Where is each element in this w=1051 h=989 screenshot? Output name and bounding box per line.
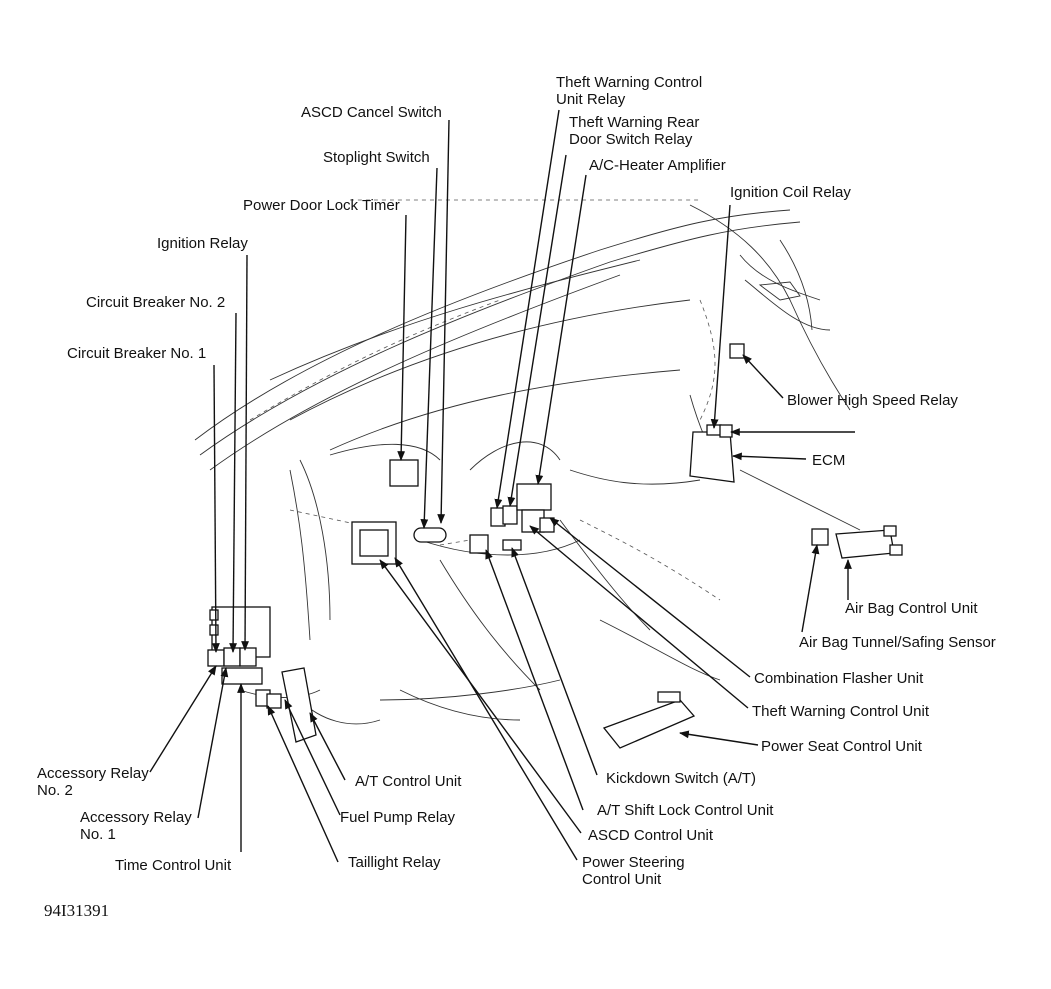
dashboard-outline	[194, 204, 861, 725]
label-air-bag-tunnel-safing-sensor: Air Bag Tunnel/Safing Sensor	[799, 634, 996, 651]
label-stoplight-switch: Stoplight Switch	[323, 149, 430, 166]
label-blower-high-speed-relay: Blower High Speed Relay	[787, 392, 958, 409]
label-theft-warning-control-unit: Theft Warning Control Unit	[752, 703, 930, 720]
label-circuit-breaker-no2: Circuit Breaker No. 2	[86, 294, 226, 311]
label-combination-flasher-unit: Combination Flasher Unit	[754, 670, 924, 687]
label-kickdown-switch: Kickdown Switch (A/T)	[606, 770, 757, 787]
label-ac-heater-amplifier: A/C-Heater Amplifier	[589, 157, 726, 174]
label-air-bag-control-unit: Air Bag Control Unit	[845, 600, 978, 617]
label-ascd-cancel-switch: ASCD Cancel Switch	[301, 104, 442, 121]
label-taillight-relay: Taillight Relay	[348, 854, 441, 871]
leader-lines	[149, 109, 855, 863]
figure-id: 94I31391	[44, 901, 110, 920]
label-accessory-relay-no1: Accessory Relay No. 1	[80, 809, 192, 843]
label-theft-warning-control-unit-relay: Theft Warning Control Unit Relay	[556, 74, 703, 108]
label-power-seat-control-unit: Power Seat Control Unit	[761, 738, 922, 755]
label-theft-warning-rear-door-switch-relay: Theft Warning Rear Door Switch Relay	[569, 114, 700, 148]
label-accessory-relay-no2: Accessory Relay No. 2	[37, 765, 149, 799]
label-ascd-control-unit: ASCD Control Unit	[588, 827, 714, 844]
label-circuit-breaker-no1: Circuit Breaker No. 1	[67, 345, 207, 362]
label-fuel-pump-relay: Fuel Pump Relay	[340, 809, 456, 826]
label-power-steering-control-unit: Power Steering Control Unit	[582, 854, 685, 888]
label-time-control-unit: Time Control Unit	[115, 857, 232, 874]
label-at-control-unit: A/T Control Unit	[355, 773, 462, 790]
label-ignition-relay: Ignition Relay	[157, 235, 248, 252]
label-ignition-coil-relay: Ignition Coil Relay	[730, 184, 851, 201]
dashboard-dashes	[249, 199, 721, 601]
label-at-shift-lock-control-unit: A/T Shift Lock Control Unit	[597, 802, 774, 819]
label-power-door-lock-timer: Power Door Lock Timer	[243, 197, 400, 214]
components	[207, 343, 903, 749]
label-ecm: ECM	[812, 452, 846, 469]
